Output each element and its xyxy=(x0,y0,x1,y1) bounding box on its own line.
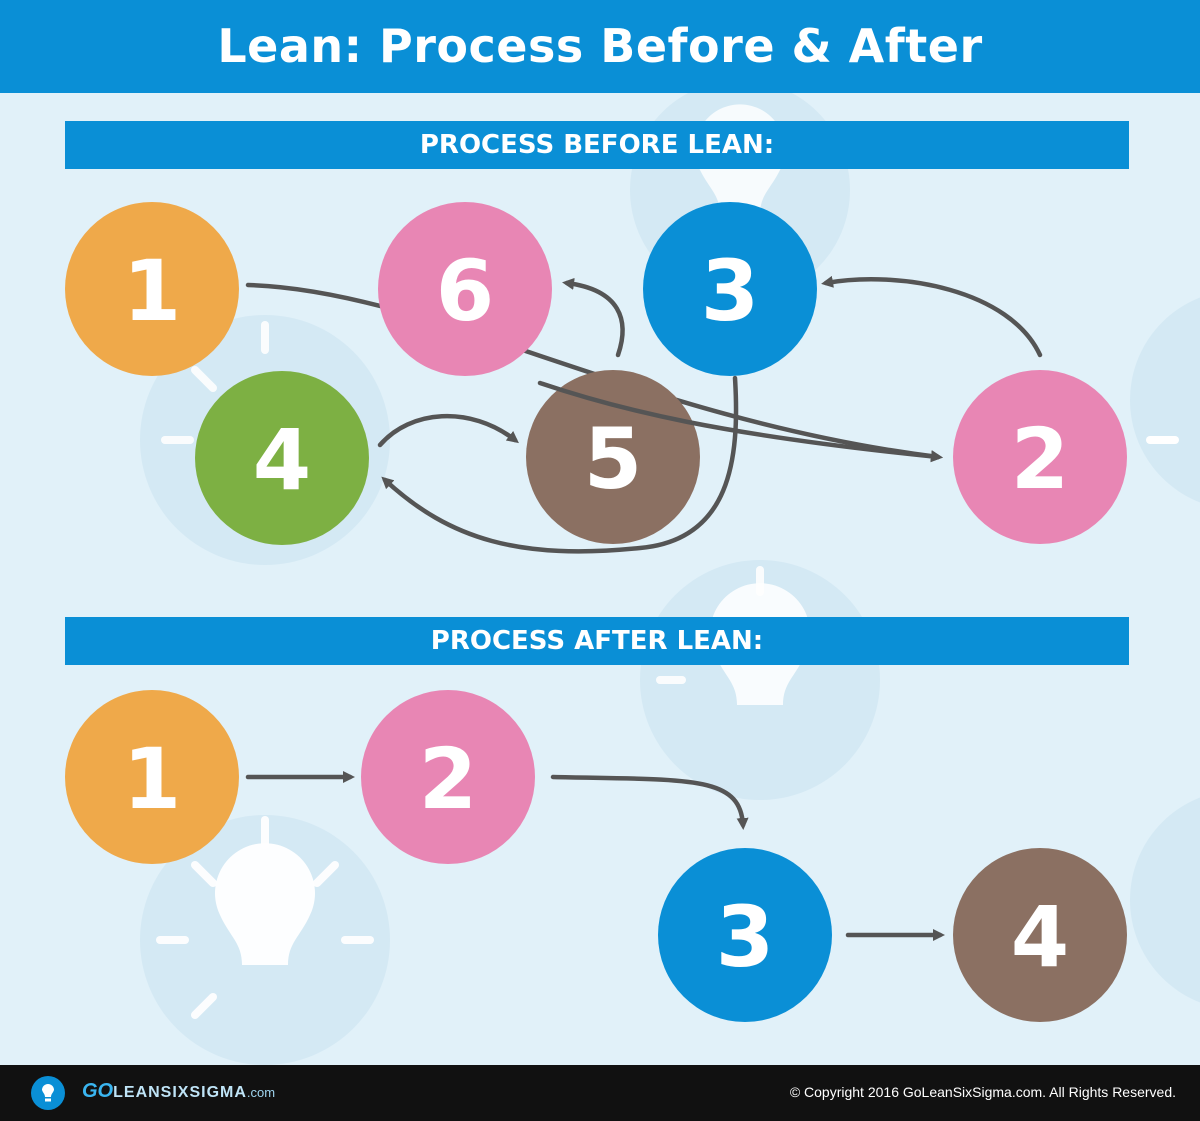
lightbulb-icon xyxy=(140,815,390,1065)
flow-arrow-2-to-3 xyxy=(821,275,1043,358)
step-node-6: 6 xyxy=(378,202,552,376)
after-step-node-4: 4 xyxy=(953,848,1127,1022)
process-diagram: 1 6 3 4 5 2 1 2 3 4 xyxy=(65,202,1127,1022)
step-node-2: 2 xyxy=(953,370,1127,544)
logo-go-text: GO xyxy=(82,1080,114,1102)
flow-arrow-1-to-2-overlay xyxy=(537,380,943,463)
flow-arrow-3-to-4 xyxy=(381,375,739,554)
section-before-bar: PROCESS BEFORE LEAN: xyxy=(65,121,1129,169)
after-step-node-2: 2 xyxy=(361,690,535,864)
before-arrows xyxy=(245,275,1043,554)
svg-text:2: 2 xyxy=(419,730,477,828)
flow-arrow-after-2-to-3 xyxy=(550,774,749,830)
svg-text:4: 4 xyxy=(1011,888,1069,986)
svg-text:1: 1 xyxy=(123,730,181,828)
step-node-5: 5 xyxy=(526,370,700,544)
after-step-node-1: 1 xyxy=(65,690,239,864)
footer-bar: GOLEANSIXSIGMA.com © Copyright 2016 GoLe… xyxy=(0,1065,1200,1121)
lightbulb-icon xyxy=(1130,297,1200,503)
flow-arrow-4-to-5 xyxy=(377,413,519,448)
page-title: Lean: Process Before & After xyxy=(217,19,983,73)
logo-tld-text: .com xyxy=(246,1085,276,1100)
copyright-text: © Copyright 2016 GoLeanSixSigma.com. All… xyxy=(789,1084,1176,1100)
svg-text:5: 5 xyxy=(584,410,642,508)
svg-text:1: 1 xyxy=(123,242,181,340)
flow-arrow-1-to-2 xyxy=(245,282,943,463)
footer-logo[interactable]: GOLEANSIXSIGMA.com xyxy=(82,1080,275,1103)
after-arrows xyxy=(245,771,945,941)
section-before-label: PROCESS BEFORE LEAN: xyxy=(419,130,775,160)
svg-text:2: 2 xyxy=(1011,410,1069,508)
header-banner: Lean: Process Before & After xyxy=(0,0,1200,93)
flow-arrow-5-to-6 xyxy=(562,277,625,358)
svg-text:4: 4 xyxy=(253,411,311,509)
lightbulb-icon xyxy=(31,1076,65,1110)
step-node-3: 3 xyxy=(643,202,817,376)
section-after-label: PROCESS AFTER LEAN: xyxy=(430,626,764,656)
svg-text:3: 3 xyxy=(701,242,759,340)
svg-text:3: 3 xyxy=(716,888,774,986)
logo-main-text: LEANSIXSIGMA xyxy=(113,1084,247,1101)
step-node-4: 4 xyxy=(195,371,369,545)
section-after-bar: PROCESS AFTER LEAN: xyxy=(65,617,1129,665)
svg-text:6: 6 xyxy=(436,242,494,340)
after-step-node-3: 3 xyxy=(658,848,832,1022)
step-node-1: 1 xyxy=(65,202,239,376)
lightbulb-icon xyxy=(1130,797,1200,1003)
